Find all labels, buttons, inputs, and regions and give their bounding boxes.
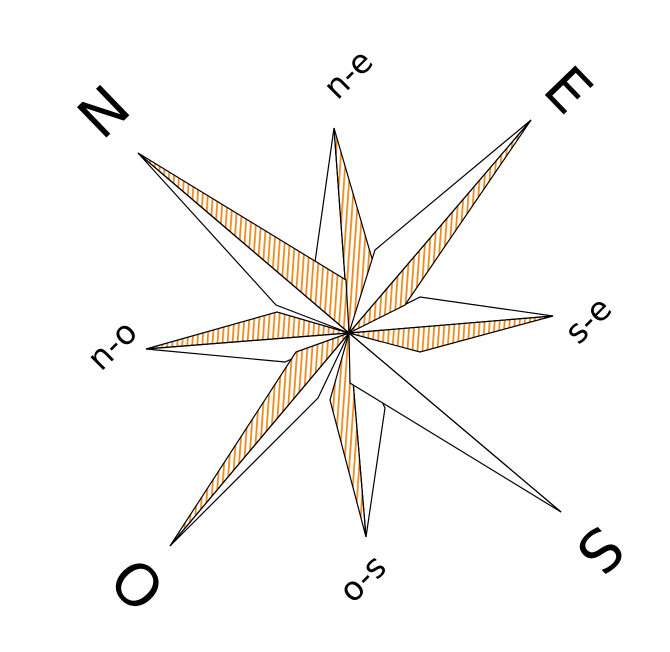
label-southwest: s-o bbox=[335, 551, 398, 614]
label-west: O bbox=[98, 544, 179, 624]
label-north: N bbox=[65, 72, 143, 151]
label-northwest: n-o bbox=[79, 312, 144, 377]
label-southeast: s-e bbox=[557, 289, 620, 352]
label-northeast: n-e bbox=[315, 41, 380, 106]
label-south: S bbox=[563, 513, 637, 587]
ray-west bbox=[170, 333, 349, 546]
ray-west-spine bbox=[170, 333, 349, 546]
label-east: E bbox=[531, 53, 605, 127]
